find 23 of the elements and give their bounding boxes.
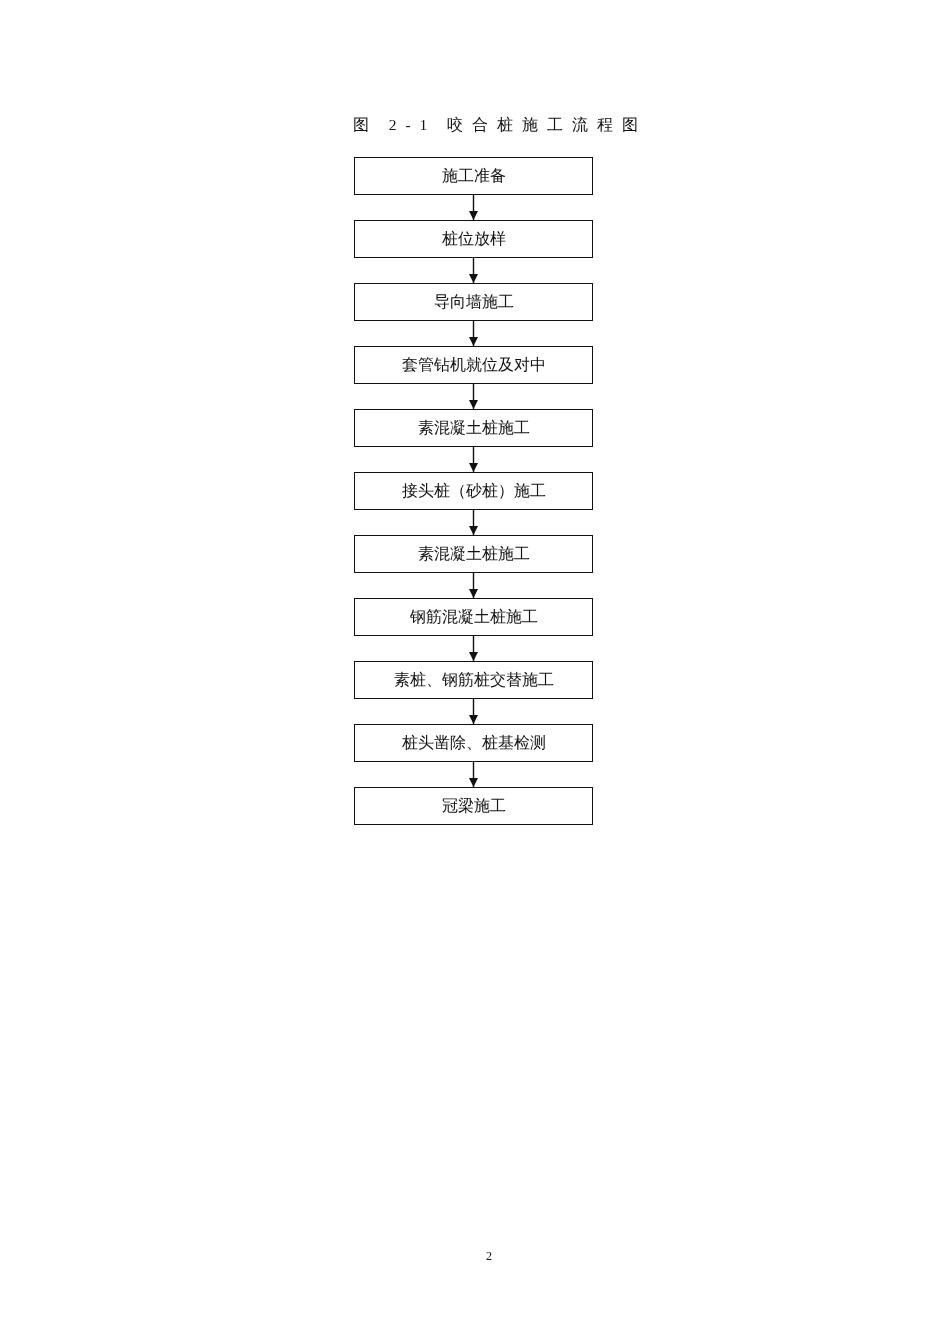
arrow xyxy=(469,320,478,347)
process-box: 施工准备 xyxy=(354,157,593,195)
arrow xyxy=(469,572,478,599)
arrow xyxy=(469,509,478,536)
arrow xyxy=(469,761,478,788)
arrow xyxy=(469,446,478,473)
arrow xyxy=(469,698,478,725)
process-box: 桩头凿除、桩基检测 xyxy=(354,724,593,762)
page-number: 2 xyxy=(485,1249,493,1264)
process-box: 套管钻机就位及对中 xyxy=(354,346,593,384)
arrow xyxy=(469,383,478,410)
arrow xyxy=(469,194,478,221)
process-box: 接头桩（砂桩）施工 xyxy=(354,472,593,510)
process-box: 素混凝土桩施工 xyxy=(354,409,593,447)
title: 图 2-1 咬合桩施工流程图 xyxy=(351,115,649,135)
arrow xyxy=(469,257,478,284)
process-box: 钢筋混凝土桩施工 xyxy=(354,598,593,636)
process-box: 桩位放样 xyxy=(354,220,593,258)
process-box: 导向墙施工 xyxy=(354,283,593,321)
process-box: 冠梁施工 xyxy=(354,787,593,825)
process-box: 素混凝土桩施工 xyxy=(354,535,593,573)
process-box: 素桩、钢筋桩交替施工 xyxy=(354,661,593,699)
arrow xyxy=(469,635,478,662)
